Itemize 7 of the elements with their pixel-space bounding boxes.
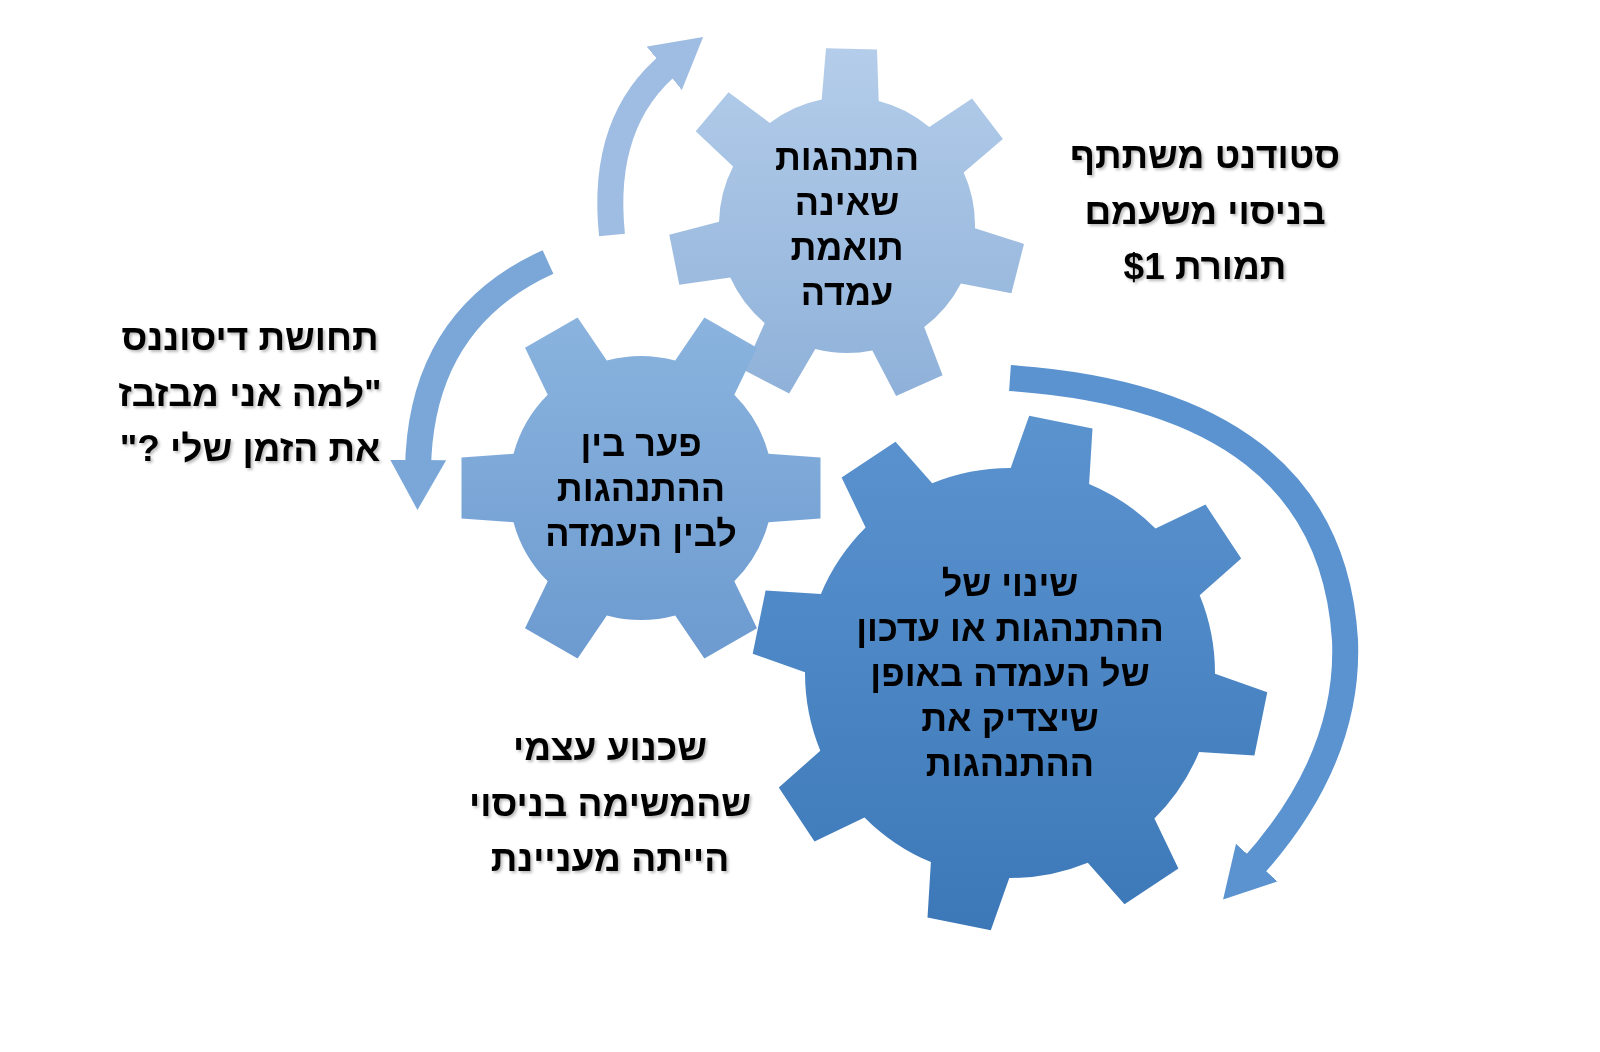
gear-label: שינוי של ההתנהגות או עדכון של העמדה באופן שיצדיק את ההתנהגות (855, 561, 1165, 786)
gear-label: התנהגות שאינה תואמת עמדה (774, 136, 920, 315)
gear-label: פער בין ההתנהגות לבין העמדה (544, 421, 738, 556)
stage-note: תחושת דיסוננס "למה אני מבזבז את הזמן שלי ?" (117, 316, 383, 471)
stage-note: שכנוע עצמי שהמשימה בניסוי הייתה מעניינת (468, 726, 752, 881)
gear (752, 415, 1268, 931)
stage-note: סטודנט משתתף בניסוי משעמם תמורת $1 (1068, 134, 1342, 289)
